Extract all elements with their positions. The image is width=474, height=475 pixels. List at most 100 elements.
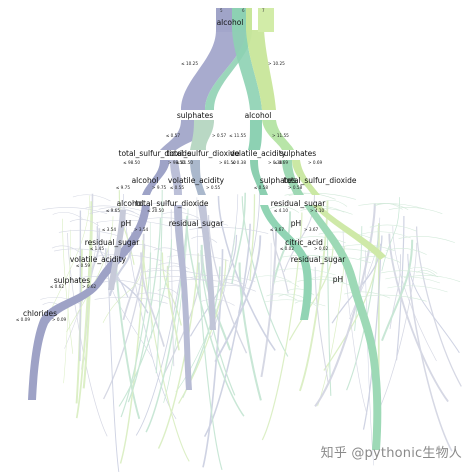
leaf-branch (241, 196, 289, 357)
leaf-branch (407, 266, 438, 274)
root-class-5-bar (216, 8, 232, 32)
edge-label-left-alcohol-4: ≤ 9.65 (106, 208, 120, 213)
node-label-alcohol-3: alcohol (132, 176, 159, 185)
leaf-branch (146, 267, 170, 275)
root-right-branch-light (246, 30, 276, 110)
leaf-branch (309, 276, 345, 284)
root-class-label-7: 7 (262, 8, 265, 13)
leaf-branch (398, 236, 456, 243)
node-label-total-sulfur-4: total_sulfur_dioxide (136, 199, 209, 208)
leaf-branch (321, 199, 348, 207)
edge-label-left-volatile-acidity-7: ≤ 0.59 (76, 263, 90, 268)
leaf-branch (168, 279, 241, 287)
leaf-branch (415, 226, 462, 387)
leaf-branch (93, 254, 162, 262)
leaf-branch (358, 294, 427, 302)
leaf-branch (72, 194, 111, 202)
edge-label-right-sulphates-3: > 0.58 (288, 185, 302, 190)
node-label-sulphates-l: sulphates (177, 111, 213, 120)
edge-label-left-citric-acid-6: ≤ 0.02 (280, 246, 294, 251)
leaf-branch (381, 239, 414, 342)
leaf-branch (264, 299, 326, 307)
edge-label-right-volatile-3: > 0.55 (206, 185, 220, 190)
leaf-branch (314, 266, 329, 384)
root-right-stem (258, 8, 274, 32)
root-right-edge-label: > 10.25 (268, 61, 285, 66)
edge-label-left-residual-sugar-4: ≤ 4.10 (274, 208, 288, 213)
node-label-ph-8r: pH (333, 275, 343, 284)
right-trunk (260, 205, 386, 450)
edge-label-right-citric-acid-6: > 0.02 (314, 246, 328, 251)
edge-label-right-volatile-rl: > 0.38 (268, 160, 282, 165)
edge-label-left-total-sulfur-4: ≤ 20.50 (147, 208, 164, 213)
leaf-branch (140, 269, 210, 277)
leaf-branch (52, 211, 83, 219)
leaf-branch (269, 206, 300, 213)
leaf-branch (82, 214, 93, 389)
leaf-branch (344, 291, 391, 299)
node-label-residual-sugar-5: residual_sugar (169, 219, 224, 228)
leaf-branch (163, 256, 203, 376)
leaf-branch (388, 233, 449, 403)
leaf-branch (387, 285, 448, 293)
leaf-branch (167, 254, 229, 262)
edge-label-left-ph-5: ≤ 3.54 (102, 227, 116, 232)
leaf-branch (381, 270, 439, 278)
leaf-branch (101, 280, 145, 287)
node-label-ph-5r: pH (291, 219, 301, 228)
edge-label-left-sulphates-l: ≤ 0.57 (166, 133, 180, 138)
edge-label-right-sulphates-8: > 0.62 (82, 284, 96, 289)
leaf-branch (231, 192, 246, 285)
root-right-branch (232, 30, 262, 110)
edge-label-right-alcohol-3: > 9.75 (152, 185, 166, 190)
watermark-text: 知乎 @pythonic生物人 (320, 446, 462, 461)
leaf-branch (94, 296, 168, 304)
leaf-branch (149, 222, 152, 339)
leaf-branch (407, 253, 460, 354)
node-label-citric-acid-6: citric_acid (285, 238, 323, 247)
leaf-branch (218, 279, 246, 286)
node-label-total-sulfur-lr: total_sulfur_dioxide (167, 149, 240, 158)
leaf-branch (196, 197, 200, 298)
leaf-branch (157, 262, 190, 270)
edge-label-left-total-sulfur-ll: ≤ 98.50 (123, 160, 140, 165)
edge-label-right-residual-sugar-4: > 4.10 (310, 208, 324, 213)
leaf-branch (104, 208, 141, 216)
leaf-branch (374, 203, 409, 211)
node-label-sulphates-3: sulphates (260, 176, 296, 185)
root-class-7-bar (246, 8, 252, 32)
leaf-branch (238, 262, 262, 401)
leaf-branch (392, 225, 437, 362)
edge-label-left-volatile-rl: ≤ 0.38 (232, 160, 246, 165)
leaf-branch (254, 275, 292, 283)
leaf-branch (266, 293, 298, 301)
leaf-branch (361, 231, 411, 239)
leaf-branch (118, 239, 173, 407)
leaf-branch (261, 212, 303, 441)
leaf-branch (69, 219, 99, 226)
leaf-branch (271, 217, 289, 294)
edge-label-left-ph-5r: ≤ 3.67 (270, 227, 284, 232)
level2-flows (160, 120, 294, 150)
edge-label-right-total-sulfur-lr: > 81.50 (219, 160, 236, 165)
root-class-label-5: 5 (220, 8, 223, 13)
node-label-sulphates-rr: sulphates (280, 149, 316, 158)
leaf-branch (211, 194, 239, 338)
edge-label-left-alcohol-r: ≤ 11.55 (229, 133, 246, 138)
edge-label-right-total-sulfur-ll: > 98.50 (168, 160, 185, 165)
edge-label-right-sulphates-l: > 0.57 (212, 133, 226, 138)
root-flows (181, 8, 276, 110)
node-label-residual-sugar-7: residual_sugar (291, 255, 346, 264)
edge-label-left-sulphates-8: ≤ 0.62 (50, 284, 64, 289)
leaf-branch (283, 191, 316, 272)
leaf-branch (217, 195, 276, 351)
node-label-residual-sugar-4: residual_sugar (271, 199, 326, 208)
leaf-branch (281, 254, 344, 262)
node-label-chlorides-9: chlorides (23, 309, 57, 318)
root-node-label: alcohol (217, 18, 244, 27)
leaf-branch (157, 253, 199, 449)
leaf-branch (189, 227, 269, 234)
node-label-residual-sugar-6: residual_sugar (85, 238, 140, 247)
node-label-volatile-acidity-7: volatile_acidity (70, 255, 127, 264)
